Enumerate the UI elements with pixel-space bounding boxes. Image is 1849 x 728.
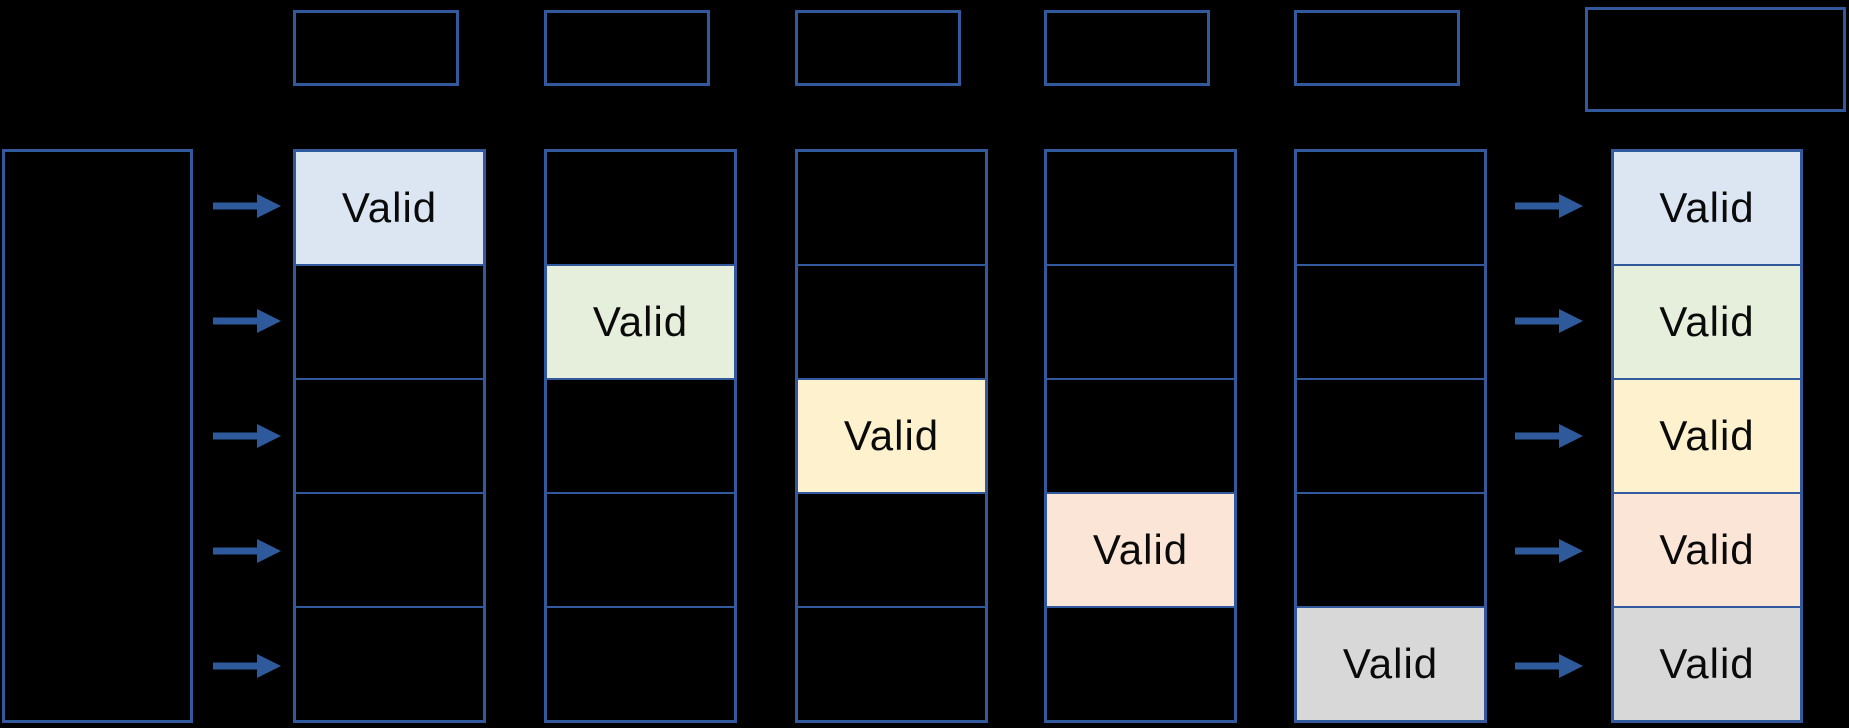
cell-empty xyxy=(1047,606,1234,720)
cell-empty xyxy=(1297,264,1484,378)
cell-valid: Valid xyxy=(547,264,734,378)
column-5: Valid xyxy=(1294,149,1487,723)
cell-empty xyxy=(547,492,734,606)
cell-empty xyxy=(1297,492,1484,606)
cell-empty xyxy=(798,152,985,264)
right-arrow-icon xyxy=(1515,538,1583,564)
right-arrow-icon xyxy=(213,308,281,334)
cell-empty xyxy=(798,606,985,720)
cell-empty xyxy=(296,378,483,492)
header-box-result xyxy=(1585,7,1846,112)
cell-empty xyxy=(1047,152,1234,264)
cell-valid: Valid xyxy=(1614,378,1800,492)
cell-empty xyxy=(547,378,734,492)
source-box xyxy=(2,149,193,723)
right-arrow-icon xyxy=(1515,308,1583,334)
column-1: Valid xyxy=(293,149,486,723)
cell-valid: Valid xyxy=(798,378,985,492)
header-box-1 xyxy=(293,10,459,86)
cell-empty xyxy=(1047,264,1234,378)
cell-valid: Valid xyxy=(1614,492,1800,606)
cell-empty xyxy=(1297,378,1484,492)
cell-valid: Valid xyxy=(1614,264,1800,378)
right-arrow-icon xyxy=(1515,423,1583,449)
cell-empty xyxy=(798,492,985,606)
header-box-3 xyxy=(795,10,961,86)
cell-valid: Valid xyxy=(1047,492,1234,606)
column-4: Valid xyxy=(1044,149,1237,723)
header-box-5 xyxy=(1294,10,1460,86)
cell-empty xyxy=(1047,378,1234,492)
cell-valid: Valid xyxy=(296,152,483,264)
right-arrow-icon xyxy=(1515,653,1583,679)
cell-empty xyxy=(296,492,483,606)
column-2: Valid xyxy=(544,149,737,723)
cell-empty xyxy=(296,606,483,720)
cell-empty xyxy=(547,152,734,264)
right-arrow-icon xyxy=(1515,193,1583,219)
cell-valid: Valid xyxy=(1297,606,1484,720)
right-arrow-icon xyxy=(213,653,281,679)
right-arrow-icon xyxy=(213,538,281,564)
cell-empty xyxy=(798,264,985,378)
cell-empty xyxy=(547,606,734,720)
cell-valid: Valid xyxy=(1614,606,1800,720)
cell-empty xyxy=(1297,152,1484,264)
column-3: Valid xyxy=(795,149,988,723)
cell-valid: Valid xyxy=(1614,152,1800,264)
right-arrow-icon xyxy=(213,193,281,219)
header-box-4 xyxy=(1044,10,1210,86)
result-column: Valid Valid Valid Valid Valid xyxy=(1611,149,1803,723)
header-box-2 xyxy=(544,10,710,86)
right-arrow-icon xyxy=(213,423,281,449)
cell-empty xyxy=(296,264,483,378)
